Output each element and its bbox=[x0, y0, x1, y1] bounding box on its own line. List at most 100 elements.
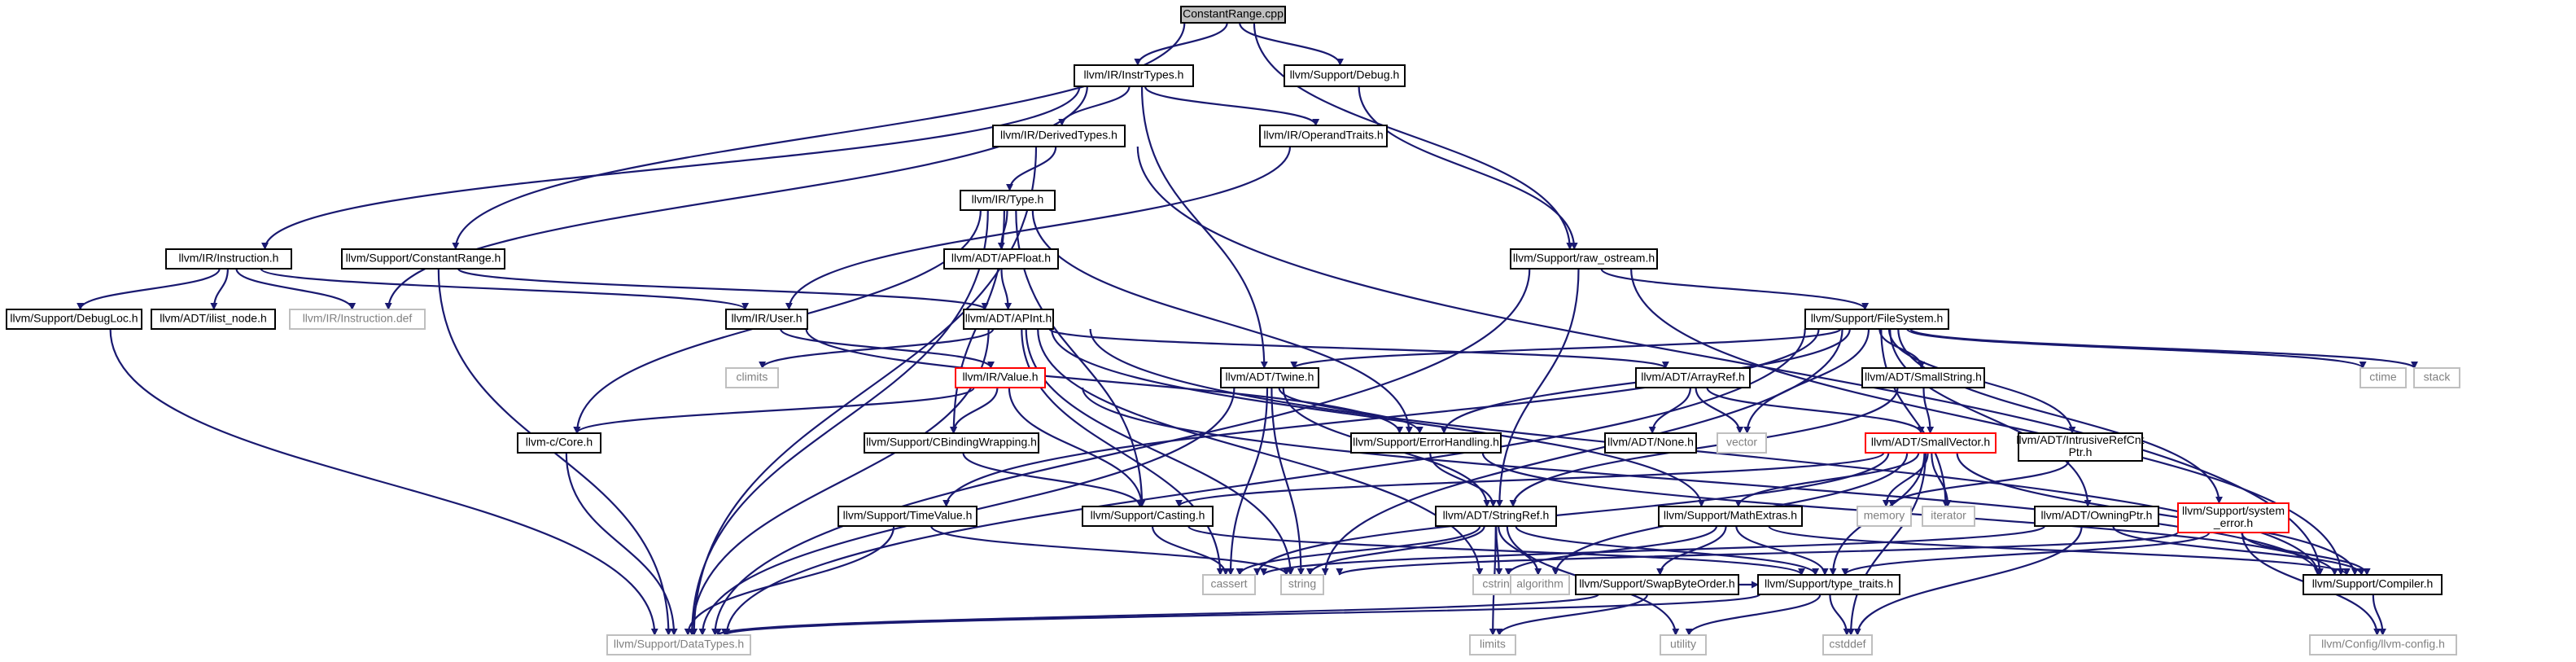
node-stringref-label: llvm/ADT/StringRef.h bbox=[1443, 509, 1550, 522]
node-errorhandling-label: llvm/Support/ErrorHandling.h bbox=[1353, 436, 1499, 449]
edge-core-to-datatypes bbox=[565, 452, 678, 636]
node-climits[interactable]: climits bbox=[725, 367, 779, 388]
node-cbinding[interactable]: llvm/Support/CBindingWrapping.h bbox=[864, 432, 1039, 454]
node-filesystem[interactable]: llvm/Support/FileSystem.h bbox=[1804, 309, 1949, 330]
node-stack-box bbox=[2413, 367, 2460, 388]
node-apfloat[interactable]: llvm/ADT/APFloat.h bbox=[943, 248, 1059, 270]
edge-mathextras-to-typetraits bbox=[1735, 525, 1829, 576]
edge-root-to-debug bbox=[1239, 22, 1344, 66]
node-intrusiverefcnt-label-line-1: Ptr.h bbox=[2069, 445, 2093, 458]
node-llvmconfig[interactable]: llvm/Config/llvm-config.h bbox=[2309, 634, 2457, 655]
node-limits-box bbox=[1469, 634, 1516, 655]
node-iterator[interactable]: iterator bbox=[1922, 506, 1975, 527]
node-smallstring[interactable]: llvm/ADT/SmallString.h bbox=[1861, 367, 1985, 388]
edge-errorhandling-to-stringref bbox=[1429, 452, 1498, 507]
edge-arrayref-to-none bbox=[1648, 387, 1691, 434]
node-iterator-box bbox=[1922, 506, 1975, 527]
node-arrayref-box bbox=[1635, 367, 1751, 388]
edge-owningptr-to-cstddef bbox=[1853, 525, 2083, 636]
node-datatypes-label: llvm/Support/DataTypes.h bbox=[614, 638, 744, 651]
node-ctime-label: ctime bbox=[2369, 370, 2397, 384]
edge-instruction-to-debugloc bbox=[77, 268, 221, 310]
node-root: ConstantRange.cpp bbox=[1180, 6, 1286, 24]
node-algorithm[interactable]: algorithm bbox=[1510, 574, 1570, 595]
node-arrayref[interactable]: llvm/ADT/ArrayRef.h bbox=[1635, 367, 1751, 388]
node-mathextras[interactable]: llvm/Support/MathExtras.h bbox=[1658, 506, 1803, 527]
node-rawostream-label: llvm/Support/raw_ostream.h bbox=[1513, 252, 1655, 265]
node-core[interactable]: llvm-c/Core.h bbox=[517, 432, 601, 454]
dependency-edges bbox=[77, 22, 2418, 637]
node-owningptr[interactable]: llvm/ADT/OwningPtr.h bbox=[2034, 506, 2159, 527]
node-memory[interactable]: memory bbox=[1857, 506, 1912, 527]
node-limits[interactable]: limits bbox=[1469, 634, 1516, 655]
node-cbinding-label: llvm/Support/CBindingWrapping.h bbox=[866, 436, 1037, 449]
node-ilistnode[interactable]: llvm/ADT/ilist_node.h bbox=[151, 309, 276, 330]
edge-rawostream-to-filesystem bbox=[1600, 268, 1869, 310]
edge-smallvector-to-iterator bbox=[1931, 452, 1952, 507]
edge-apfloat-to-apint bbox=[1000, 268, 1012, 310]
node-type[interactable]: llvm/IR/Type.h bbox=[960, 190, 1056, 211]
node-utility[interactable]: utility bbox=[1660, 634, 1707, 655]
node-derivedtypes[interactable]: llvm/IR/DerivedTypes.h bbox=[992, 125, 1126, 147]
node-systemerror[interactable]: llvm/Support/system_error.h bbox=[2177, 502, 2290, 533]
edge-cbinding-to-casting bbox=[962, 452, 1144, 507]
edge-apint-to-climits bbox=[759, 328, 995, 369]
node-instructiondef[interactable]: llvm/IR/Instruction.def bbox=[289, 309, 426, 330]
node-smallvector[interactable]: llvm/ADT/SmallVector.h bbox=[1865, 432, 1997, 454]
node-compiler[interactable]: llvm/Support/Compiler.h bbox=[2303, 574, 2443, 595]
edge-filesystem-to-iterator bbox=[1880, 328, 1949, 507]
node-errorhandling[interactable]: llvm/Support/ErrorHandling.h bbox=[1350, 432, 1502, 454]
node-operandtraits-label: llvm/IR/OperandTraits.h bbox=[1263, 129, 1383, 142]
node-timevalue[interactable]: llvm/Support/TimeValue.h bbox=[838, 506, 977, 527]
node-operandtraits[interactable]: llvm/IR/OperandTraits.h bbox=[1259, 125, 1388, 147]
node-memory-label: memory bbox=[1864, 509, 1905, 522]
node-typetraits[interactable]: llvm/Support/type_traits.h bbox=[1757, 574, 1900, 595]
node-cstddef[interactable]: cstddef bbox=[1822, 634, 1873, 655]
node-string-box bbox=[1280, 574, 1324, 595]
node-cassert[interactable]: cassert bbox=[1202, 574, 1256, 595]
node-intrusiverefcnt-box bbox=[2018, 432, 2143, 462]
node-climits-box bbox=[725, 367, 779, 388]
node-casting[interactable]: llvm/Support/Casting.h bbox=[1082, 506, 1214, 527]
node-limits-label: limits bbox=[1480, 638, 1506, 651]
node-stringref-box bbox=[1435, 506, 1557, 527]
node-stack[interactable]: stack bbox=[2413, 367, 2460, 388]
edge-twine-to-string bbox=[1271, 387, 1305, 576]
edge-rawostream-to-compiler bbox=[1630, 268, 2345, 576]
node-apint[interactable]: llvm/ADT/APInt.h bbox=[963, 309, 1054, 330]
edge-instruction-to-instructiondef bbox=[235, 268, 356, 310]
node-debugloc[interactable]: llvm/Support/DebugLoc.h bbox=[6, 309, 142, 330]
edge-instruction-to-user bbox=[260, 267, 749, 311]
edge-smallvector-to-cassert bbox=[1253, 452, 1890, 576]
edge-arrayref-to-smallvector bbox=[1706, 387, 1925, 434]
edge-typetraits-to-datatypes bbox=[721, 593, 1761, 637]
node-vector[interactable]: vector bbox=[1717, 432, 1767, 454]
node-ctime[interactable]: ctime bbox=[2360, 367, 2407, 388]
node-constantrange[interactable]: llvm/Support/ConstantRange.h bbox=[341, 248, 505, 270]
node-user[interactable]: llvm/IR/User.h bbox=[725, 309, 808, 330]
node-instrtypes-box bbox=[1074, 64, 1194, 87]
node-datatypes[interactable]: llvm/Support/DataTypes.h bbox=[606, 634, 751, 655]
node-timevalue-box bbox=[838, 506, 977, 527]
node-twine[interactable]: llvm/ADT/Twine.h bbox=[1220, 367, 1319, 388]
node-instrtypes[interactable]: llvm/IR/InstrTypes.h bbox=[1074, 64, 1194, 87]
node-none[interactable]: llvm/ADT/None.h bbox=[1604, 432, 1697, 454]
node-rawostream[interactable]: llvm/Support/raw_ostream.h bbox=[1510, 248, 1658, 270]
node-stringref[interactable]: llvm/ADT/StringRef.h bbox=[1435, 506, 1557, 527]
node-none-box bbox=[1604, 432, 1697, 454]
edge-mathextras-to-compiler bbox=[1768, 524, 2351, 577]
node-derivedtypes-label: llvm/IR/DerivedTypes.h bbox=[1000, 129, 1117, 142]
node-instruction[interactable]: llvm/IR/Instruction.h bbox=[165, 248, 292, 270]
node-debug-box bbox=[1284, 64, 1406, 87]
node-string[interactable]: string bbox=[1280, 574, 1324, 595]
node-value[interactable]: llvm/IR/Value.h bbox=[955, 367, 1046, 388]
node-debug[interactable]: llvm/Support/Debug.h bbox=[1284, 64, 1406, 87]
node-intrusiverefcnt-label-line-0: llvm/ADT/IntrusiveRefCnt bbox=[2016, 433, 2144, 446]
edge-twine-to-errorhandling bbox=[1278, 387, 1424, 434]
node-mathextras-label: llvm/Support/MathExtras.h bbox=[1664, 509, 1797, 522]
node-swapbyteorder[interactable]: llvm/Support/SwapByteOrder.h bbox=[1575, 574, 1739, 595]
node-cstddef-box bbox=[1822, 634, 1873, 655]
edge-timevalue-to-datatypes bbox=[684, 525, 895, 636]
